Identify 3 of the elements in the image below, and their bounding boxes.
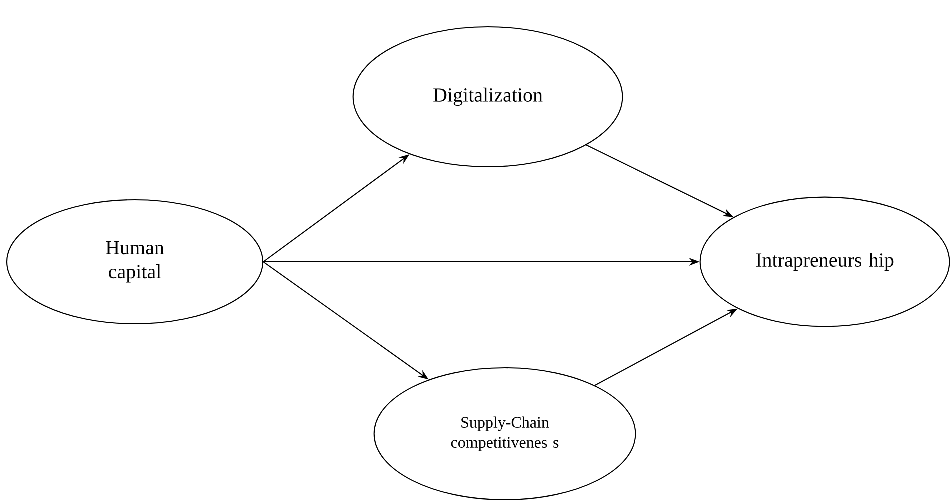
ellipse-node: Digitalization xyxy=(352,26,624,168)
ellipse-node: Intrapreneurs hip xyxy=(700,196,950,328)
ellipse-node: Human capital xyxy=(6,199,264,325)
